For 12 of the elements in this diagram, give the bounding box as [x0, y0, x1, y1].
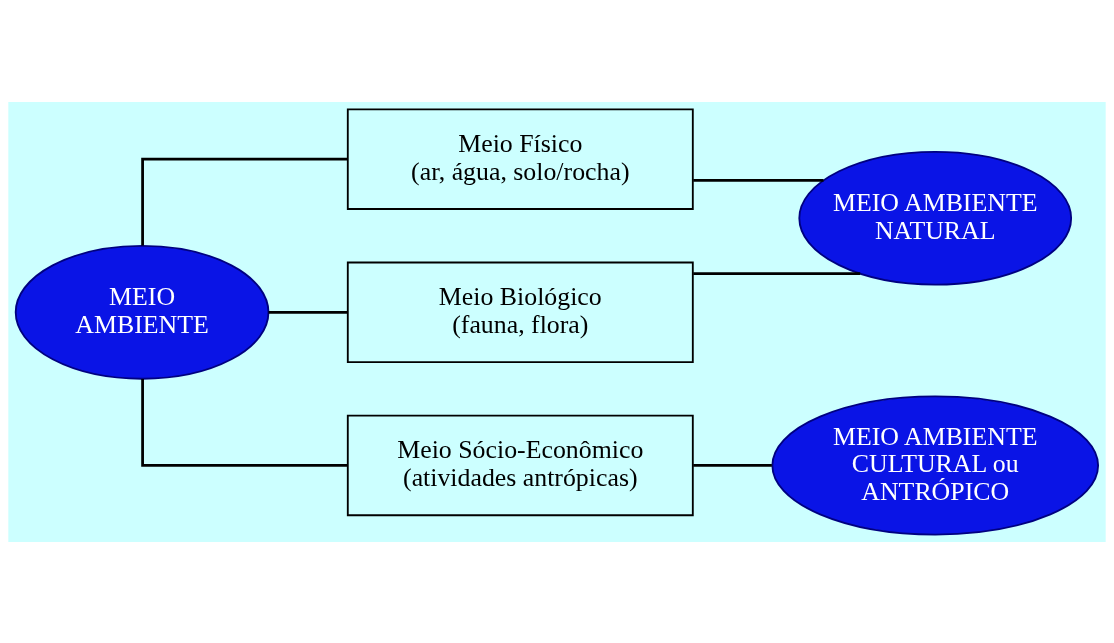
connector	[693, 271, 861, 275]
connector	[693, 463, 772, 467]
connector	[141, 157, 348, 246]
connector	[693, 178, 824, 182]
node-ellipse: MEIO AMBIENTE	[14, 244, 270, 380]
node-ellipse: MEIO AMBIENTE NATURAL	[798, 150, 1073, 286]
node-ellipse: MEIO AMBIENTE CULTURAL ou ANTRÓPICO	[771, 394, 1100, 535]
node-box: Meio Biológico (fauna, flora)	[346, 261, 694, 363]
node-box: Meio Sócio-Econômico (atividades antrópicas)	[346, 414, 694, 516]
node-box: Meio Físico (ar, água, solo/rocha)	[346, 107, 694, 210]
connector	[268, 310, 348, 314]
connector	[141, 378, 348, 467]
